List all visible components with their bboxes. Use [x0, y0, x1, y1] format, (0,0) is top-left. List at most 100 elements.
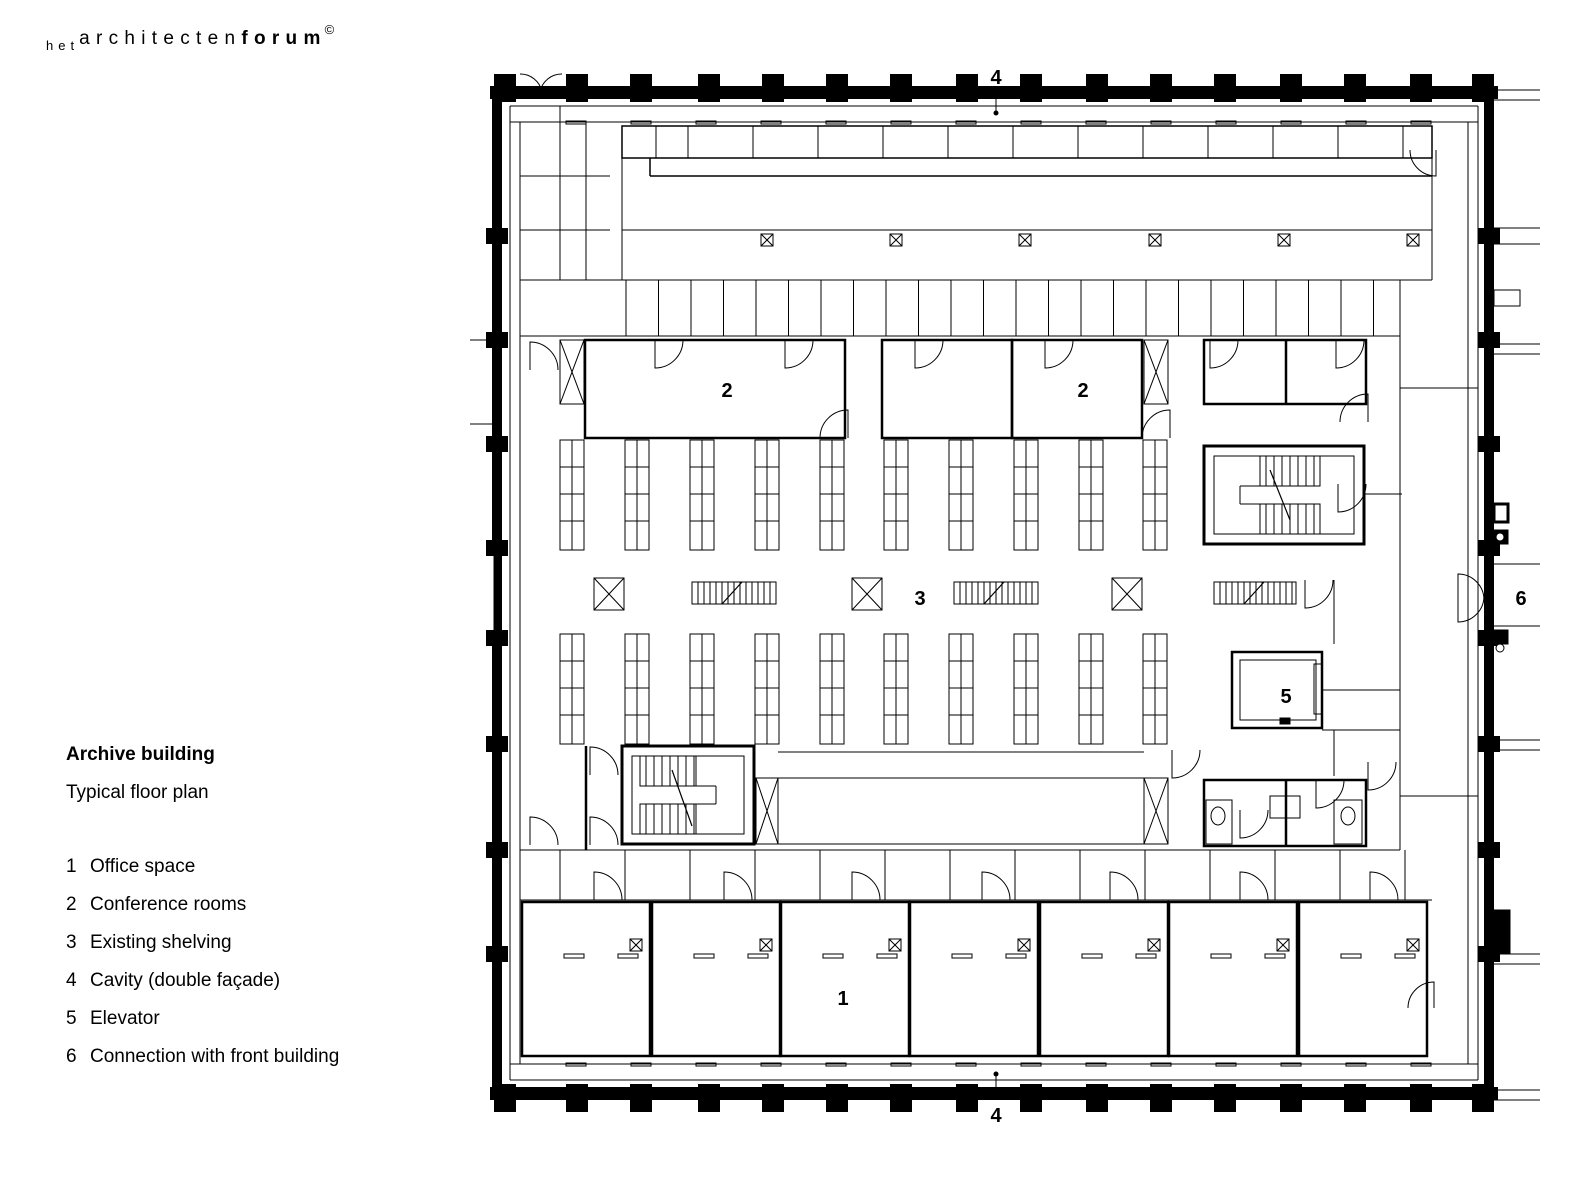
column-mark-cross [1148, 233, 1162, 247]
label-cavity-north: 4 [990, 67, 1002, 89]
legend-item: 3 Existing shelving [66, 932, 339, 970]
column-mark [1017, 938, 1031, 952]
facade-pier [566, 1084, 588, 1112]
facade-pier [1410, 1084, 1432, 1112]
light-fixture [617, 953, 639, 959]
floor-grille-diagonal [1243, 581, 1265, 605]
mullion-mark [1150, 1062, 1172, 1067]
facade-pier [1150, 74, 1172, 102]
facade-pier [486, 540, 508, 556]
light-fixture [1135, 953, 1157, 959]
mullion-mark [760, 120, 782, 125]
section-marker-south [993, 1071, 999, 1077]
legend-item-label: Office space [90, 856, 196, 877]
mullion-mark [565, 1062, 587, 1067]
logo-het: het [46, 38, 80, 53]
west-piers [486, 228, 508, 962]
light-fixture [876, 953, 898, 959]
column-mark [888, 938, 902, 952]
mullion-mark [565, 120, 587, 125]
legend-item-number: 3 [66, 932, 77, 953]
legend-item-number: 5 [66, 1008, 77, 1029]
facade-pier [1280, 1084, 1302, 1112]
shafts [559, 339, 1169, 845]
door-swing [529, 816, 559, 846]
section-markers [993, 88, 999, 1098]
door-swing [1304, 579, 1334, 609]
facade-pier [826, 1084, 848, 1112]
door-swing [914, 339, 944, 369]
office-fixtures [563, 938, 1420, 959]
mullion-mark [825, 120, 847, 125]
facade-pier [1478, 332, 1500, 348]
door-swing [1239, 809, 1269, 839]
column-mark-cross [629, 938, 643, 952]
door-swing [1239, 871, 1269, 901]
office-rooms [520, 900, 1429, 1058]
floor-grille [1213, 581, 1297, 605]
label-connection: 6 [1515, 588, 1526, 610]
column-mark-cross [1277, 233, 1291, 247]
facade-pier [486, 332, 508, 348]
facade-pier [630, 74, 652, 102]
legend-subtitle: Typical floor plan [66, 782, 209, 803]
door-swing [1044, 339, 1074, 369]
legend-item-label: Connection with front building [90, 1046, 340, 1067]
door-swing [851, 871, 881, 901]
door-swing [654, 339, 684, 369]
facade-pier [1344, 1084, 1366, 1112]
office-mullions [559, 850, 1406, 900]
north-zone [520, 106, 1478, 850]
facade-pier [956, 74, 978, 102]
column-mark [1148, 233, 1162, 247]
office-room [1297, 900, 1429, 1058]
label-elevator: 5 [1280, 686, 1291, 708]
door-swing [1409, 149, 1437, 177]
conference-room-west [583, 338, 847, 440]
stair-treads-sw [645, 756, 695, 834]
column-mark-cross [1406, 938, 1420, 952]
facade-pier [1478, 842, 1500, 858]
stair-treads-ne [1265, 456, 1315, 534]
facade-pier [566, 74, 588, 102]
facade-pier [826, 74, 848, 102]
north-wall [490, 86, 1498, 99]
elevator-core [1230, 580, 1400, 776]
facade-pier [1086, 1084, 1108, 1112]
floor-grille-diagonal [983, 581, 1005, 605]
door-swing [1369, 871, 1399, 901]
light-fixture [951, 953, 973, 959]
section-marker-north [993, 110, 999, 116]
mullion-mark [1020, 120, 1042, 125]
mullion-mark [1345, 1062, 1367, 1067]
north-piers [494, 74, 1494, 102]
column-mark-cross [759, 938, 773, 952]
door-swing [1171, 749, 1201, 779]
label-cavity-south: 4 [990, 1105, 1002, 1127]
door-swing [529, 341, 559, 371]
light-fixture [693, 953, 715, 959]
column-mark [759, 938, 773, 952]
mullion-mark [955, 120, 977, 125]
door-swings [519, 73, 1485, 1009]
facade-pier [486, 630, 508, 646]
floor-grilles [691, 581, 1297, 605]
legend-title: Archive building [66, 744, 215, 765]
facade-pier [1214, 1084, 1236, 1112]
legend-item-number: 1 [66, 856, 77, 877]
office-room [1038, 900, 1170, 1058]
facade-pier [1150, 1084, 1172, 1112]
light-fixture [747, 953, 769, 959]
mullion-mark [1215, 1062, 1237, 1067]
column-mark [1406, 938, 1420, 952]
door-swing [819, 409, 849, 439]
facade-pier [486, 736, 508, 752]
legend-item-label: Existing shelving [90, 932, 232, 953]
conference-room-east [1010, 338, 1144, 440]
door-swing [1457, 573, 1485, 601]
plan-labels: 4 4 2 2 3 5 1 6 [721, 67, 1526, 1127]
mullion-mark [1085, 120, 1107, 125]
